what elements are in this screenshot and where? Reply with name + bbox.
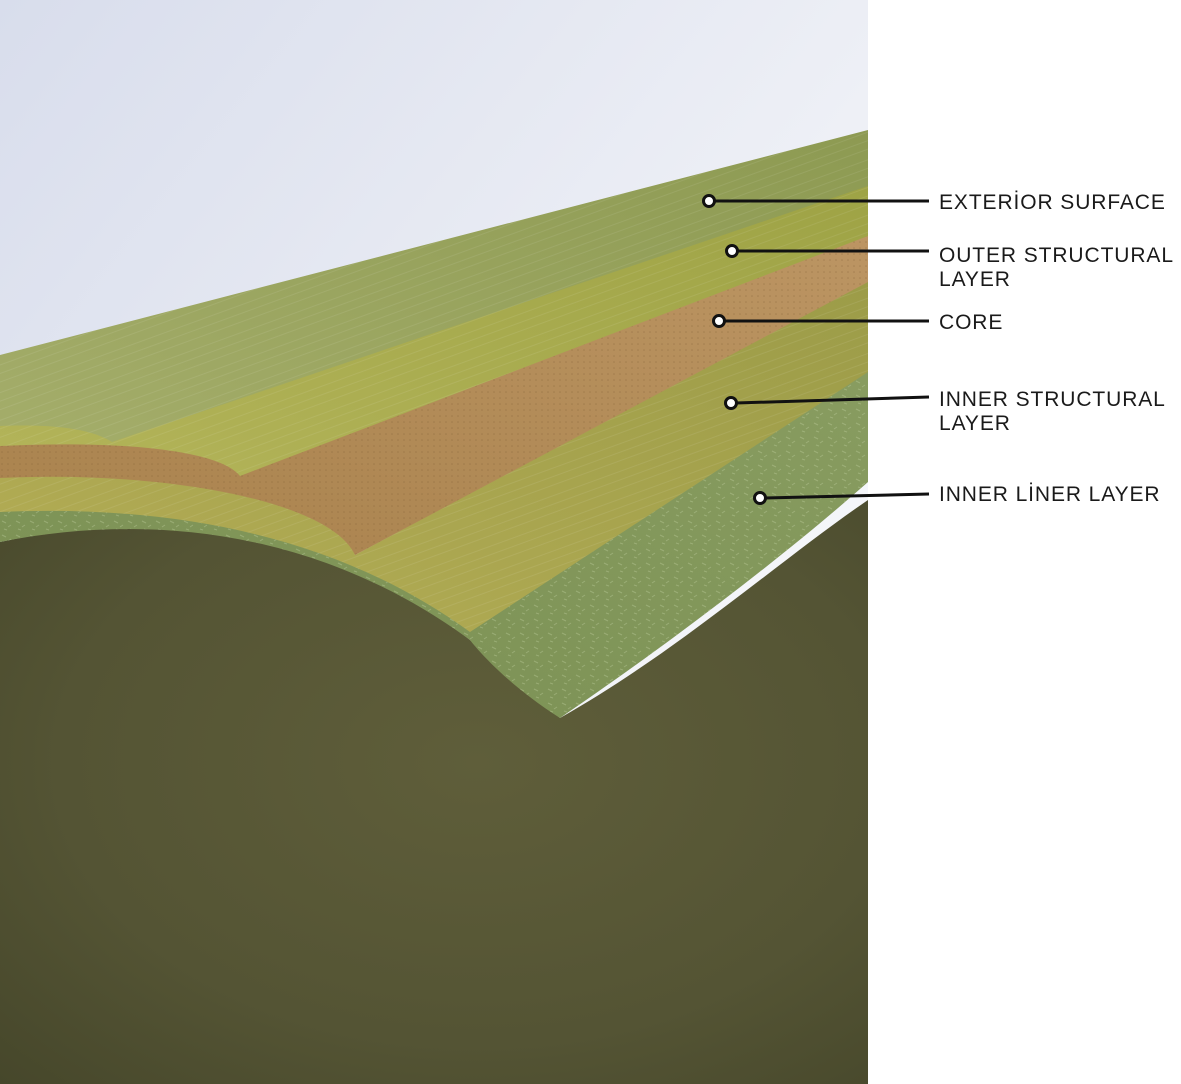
label-core: CORE xyxy=(939,311,1179,335)
label-inner-liner-line-1: INNER LİNER LAYER xyxy=(939,483,1161,506)
leader-inner-liner xyxy=(764,492,930,500)
marker-inner-structural xyxy=(724,396,738,410)
label-outer-structural-line-1: OUTER STRUCTURAL xyxy=(939,244,1174,267)
label-outer-structural-line-2: LAYER xyxy=(939,268,1011,291)
label-inner-structural-line-2: LAYER xyxy=(939,412,1011,435)
label-inner-liner-layer: INNER LİNER LAYER xyxy=(939,483,1179,507)
pipe-interior xyxy=(0,500,868,1084)
marker-inner-liner xyxy=(753,491,767,505)
label-exterior-surface-line-1: EXTERİOR SURFACE xyxy=(939,191,1166,214)
core-texture xyxy=(0,232,868,555)
marker-exterior-surface xyxy=(702,194,716,208)
leader-inner-structural xyxy=(735,395,930,405)
marker-outer-structural xyxy=(725,244,739,258)
label-exterior-surface: EXTERİOR SURFACE xyxy=(939,191,1179,215)
right-margin xyxy=(868,0,1181,1084)
leader-markers xyxy=(702,194,767,505)
marker-core xyxy=(712,314,726,328)
label-inner-structural-layer: INNER STRUCTURAL LAYER xyxy=(939,388,1179,436)
inner-structural-texture xyxy=(0,278,868,632)
inner-liner-texture xyxy=(0,370,868,718)
label-outer-structural-layer: OUTER STRUCTURAL LAYER xyxy=(939,244,1179,292)
label-core-line-1: CORE xyxy=(939,311,1004,334)
leader-lines xyxy=(714,199,930,500)
label-inner-structural-line-1: INNER STRUCTURAL xyxy=(939,388,1166,411)
exterior-surface-texture xyxy=(0,130,868,442)
